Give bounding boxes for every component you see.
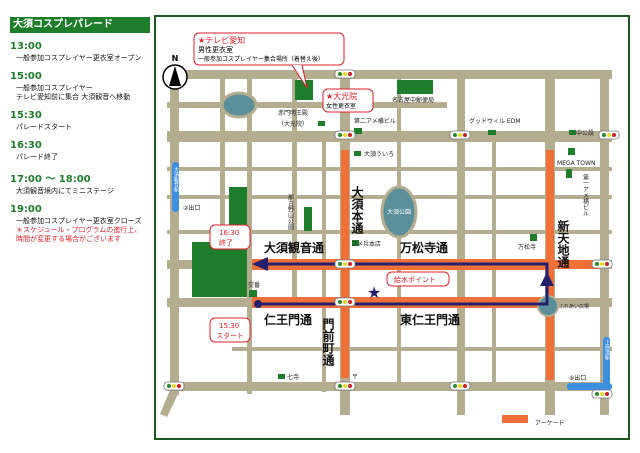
place: 七寺 <box>287 373 299 381</box>
place: 名古屋中郵便局 <box>392 96 434 104</box>
place: ⑧出口 <box>569 374 586 382</box>
traffic-light-icon <box>449 130 471 140</box>
traffic-light-icon <box>591 389 613 399</box>
schedule-title: 大須コスプレパレード <box>10 17 150 33</box>
parade-map: ★ N 赤門明王殿 （大光院） 名古屋中郵便局 第二アメ横ビル グッドウィル E… <box>154 15 630 440</box>
street-label: 門前町通 <box>321 318 335 367</box>
place: 那古野山公園 <box>287 193 294 231</box>
schedule-event: 19:00 一般参加コスプレイヤー更衣室クローズ＊スケジュール・プログラムの進行上… <box>10 204 150 244</box>
street-label: 新天地通 <box>556 219 570 269</box>
event-desc: 一般参加コスプレイヤー更衣室オープン <box>10 54 150 63</box>
svg-text:スタート: スタート <box>216 331 244 340</box>
place: 交番 <box>248 281 260 289</box>
street-label: 大須本通 <box>350 185 364 235</box>
place: 第一アメ横ビル <box>582 173 589 216</box>
street-label: 万松寺通 <box>399 240 448 255</box>
traffic-light-icon <box>334 381 356 391</box>
place: 大須ういろ <box>364 150 394 158</box>
event-desc-line: パレード終了 <box>16 153 58 161</box>
schedule-panel: 大須コスプレパレード 13:00 一般参加コスプレイヤー更衣室オープン 15:00 一… <box>10 17 150 244</box>
place: ふれあい広場 <box>559 303 589 310</box>
svg-text:15:30: 15:30 <box>219 322 239 330</box>
schedule-event: 16:30 パレード終了 <box>10 140 150 162</box>
event-time: 15:30 <box>10 110 42 121</box>
event-desc-line: テレビ愛知前に集合 大須観音へ移動 <box>16 93 131 101</box>
traffic-light-icon <box>598 130 620 140</box>
street-label: 仁王門通 <box>264 312 312 327</box>
schedule-event: 13:00 一般参加コスプレイヤー更衣室オープン <box>10 41 150 63</box>
end-callout <box>209 224 251 250</box>
pond <box>220 91 258 119</box>
water-point-callout <box>386 271 450 287</box>
stations <box>172 162 612 390</box>
place: 万松寺 <box>518 243 536 251</box>
start-callout <box>209 317 251 343</box>
traffic-light-icon <box>334 297 356 307</box>
svg-text:16:30: 16:30 <box>219 229 239 237</box>
traffic-light-icon <box>163 381 185 391</box>
traffic-light-icon <box>334 69 356 79</box>
event-time: 19:00 <box>10 204 42 215</box>
svg-text:N: N <box>172 54 179 63</box>
event-time: 15:00 <box>10 71 42 82</box>
traffic-light-icon <box>449 381 471 391</box>
svg-text:★大光院: ★大光院 <box>326 91 357 101</box>
event-time: 13:00 <box>10 41 42 52</box>
station-label: 大須観音駅 <box>173 166 179 193</box>
event-desc-line: 一般参加コスプレイヤー <box>16 84 93 92</box>
traffic-light-icon <box>334 130 356 140</box>
svg-text:男性更衣室: 男性更衣室 <box>198 45 233 54</box>
event-desc-line: 一般参加コスプレイヤー更衣室オープン <box>16 54 142 62</box>
route-start <box>254 300 262 308</box>
svg-text:給水ポイント: 給水ポイント <box>394 275 436 284</box>
legend-label: アーケード <box>535 420 565 427</box>
event-desc: 一般参加コスプレイヤーテレビ愛知前に集合 大須観音へ移動 <box>10 84 150 102</box>
event-desc-line: パレードスタート <box>16 123 72 131</box>
place: 中公設 <box>576 129 594 137</box>
daikoin-callout <box>322 88 374 113</box>
place: 大須公園 <box>387 208 411 216</box>
place: コメ兵本店 <box>351 240 381 248</box>
traffic-light-icon <box>334 259 356 269</box>
svg-text:一般参加コスプレイヤー集合場所（着替え後）: 一般参加コスプレイヤー集合場所（着替え後） <box>198 55 324 63</box>
event-desc: 一般参加コスプレイヤー更衣室クローズ <box>10 217 150 226</box>
schedule-event: 17:00 〜 18:00 大須観音境内にてミニステージ <box>10 170 150 196</box>
traffic-lights <box>163 69 620 399</box>
event-desc: パレードスタート <box>10 123 150 132</box>
buildings <box>192 80 576 423</box>
north-compass: N <box>162 54 188 90</box>
route-end-arrow <box>252 257 268 271</box>
place: グッドウィル EDM <box>469 117 521 125</box>
place: MEGA TOWN <box>557 160 595 167</box>
event-note: ＊スケジュール・プログラムの進行上、時間が変更する場合がございます <box>10 226 150 244</box>
street-label: 東仁王門通 <box>400 312 460 327</box>
water-star-icon: ★ <box>367 283 381 302</box>
place: ②出口 <box>183 204 200 212</box>
place: 第二アメ横ビル <box>354 117 396 125</box>
station-label: 上前津駅 <box>604 339 610 361</box>
event-time: 16:30 <box>10 140 42 151</box>
tv-aichi-callout <box>193 32 345 66</box>
osu-park <box>380 185 418 239</box>
place: 〒 <box>352 374 358 381</box>
note-line: 時間が変更する場合がございます <box>16 235 121 243</box>
event-desc-line: 一般参加コスプレイヤー更衣室クローズ <box>16 217 142 225</box>
svg-text:終了: 終了 <box>219 238 233 247</box>
street-label: 大須観音通 <box>264 240 324 255</box>
traffic-light-icon <box>591 259 613 269</box>
event-desc: 大須観音境内にてミニステージ <box>10 187 150 196</box>
place: 赤門明王殿 <box>278 110 308 117</box>
schedule-event: 15:30 パレードスタート <box>10 110 150 132</box>
event-desc-line: 大須観音境内にてミニステージ <box>16 187 114 195</box>
event-time: 17:00 〜 18:00 <box>10 174 91 185</box>
svg-text:女性更衣室: 女性更衣室 <box>326 102 356 110</box>
place: （大光院） <box>278 120 308 128</box>
event-desc: パレード終了 <box>10 153 150 162</box>
route-up-arrow <box>540 272 554 286</box>
note-line: ＊スケジュール・プログラムの進行上、 <box>16 226 142 234</box>
svg-text:★テレビ愛知: ★テレビ愛知 <box>198 35 245 45</box>
schedule-event: 15:00 一般参加コスプレイヤーテレビ愛知前に集合 大須観音へ移動 <box>10 71 150 102</box>
